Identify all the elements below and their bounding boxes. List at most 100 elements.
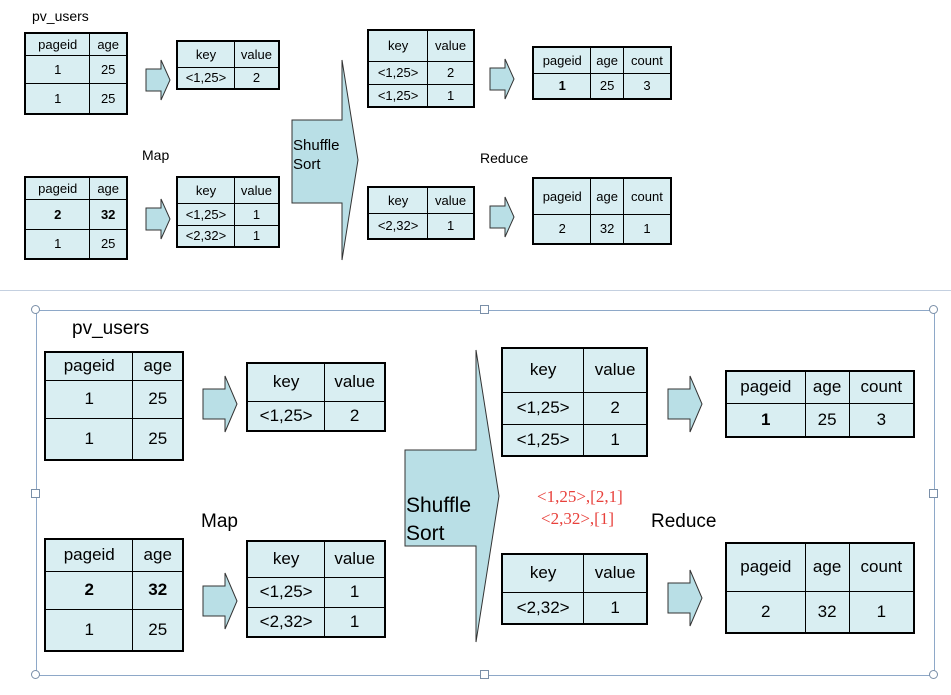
reduce-label: Reduce (480, 150, 529, 166)
header-cell: age (89, 176, 128, 200)
resize-handle[interactable] (929, 670, 938, 679)
table-cell: 1 (622, 213, 672, 245)
header-cell: age (590, 177, 624, 215)
sort-label: Sort (293, 156, 321, 173)
table-cell: 2 (24, 198, 91, 230)
table-cell: 32 (590, 213, 624, 245)
header-cell: key (246, 362, 326, 402)
map-arrow-icon (202, 572, 238, 630)
header-cell: pageid (532, 177, 592, 215)
header-cell: count (848, 370, 915, 404)
header-cell: pageid (24, 176, 91, 200)
table-cell: <2,32> (176, 224, 235, 248)
header-cell: value (233, 40, 280, 68)
table-cell: 32 (804, 590, 850, 634)
table-cell: 1 (848, 590, 915, 634)
map-arrow-icon (145, 198, 171, 240)
table-cell: 32 (132, 570, 184, 610)
table-cell: <1,25> (367, 60, 429, 85)
header-cell: value (427, 186, 475, 214)
resize-handle[interactable] (929, 489, 938, 498)
source-table-title: pv_users (72, 318, 150, 339)
header-cell: count (622, 177, 672, 215)
resize-handle[interactable] (929, 305, 938, 314)
reduce-label: Reduce (651, 511, 717, 532)
map-arrow-icon (145, 59, 171, 101)
table-cell: 25 (89, 82, 128, 115)
shuffle-label: Shuffle (293, 137, 340, 154)
table-cell: <1,25> (367, 83, 429, 108)
table-cell: 1 (324, 576, 386, 608)
map-arrow-icon (202, 375, 238, 433)
resize-handle[interactable] (31, 489, 40, 498)
table-cell: 1 (44, 417, 134, 461)
source-table-title: pv_users (32, 8, 89, 24)
header-cell: key (246, 540, 326, 578)
shuffle-sort-shape (291, 59, 359, 261)
header-cell: pageid (725, 542, 806, 592)
table-cell: <1,25> (246, 576, 326, 608)
header-cell: age (804, 370, 850, 404)
header-cell: key (176, 40, 235, 68)
resize-handle[interactable] (31, 305, 40, 314)
header-cell: value (233, 176, 280, 204)
map-label: Map (201, 511, 238, 532)
resize-handle[interactable] (31, 670, 40, 679)
table-cell: 1 (233, 224, 280, 248)
table-cell: 2 (532, 213, 592, 245)
table-cell: 25 (590, 72, 624, 100)
resize-handle[interactable] (480, 305, 489, 314)
table-cell: <2,32> (367, 212, 429, 240)
table-cell: 25 (132, 417, 184, 461)
table-cell: 1 (233, 202, 280, 226)
reduce-arrow-icon (667, 375, 703, 433)
annotation-line: <1,25>,[2,1] (537, 487, 623, 506)
table-cell: 1 (427, 83, 475, 108)
header-cell: pageid (44, 538, 134, 572)
header-cell: age (132, 351, 184, 381)
table-cell: 2 (324, 400, 386, 432)
header-cell: pageid (532, 46, 592, 74)
table-cell: 1 (24, 228, 91, 260)
annotation-line: <2,32>,[1] (541, 509, 614, 528)
table-cell: 2 (583, 391, 648, 425)
resize-handle[interactable] (480, 670, 489, 679)
header-cell: key (501, 347, 585, 393)
table-cell: 25 (89, 54, 128, 84)
header-cell: age (804, 542, 850, 592)
header-cell: key (367, 186, 429, 214)
table-cell: 25 (89, 228, 128, 260)
header-cell: age (89, 32, 128, 56)
table-cell: 1 (532, 72, 592, 100)
reduce-arrow-icon (489, 58, 515, 100)
table-cell: 1 (24, 82, 91, 115)
header-cell: value (324, 540, 386, 578)
table-cell: <2,32> (501, 591, 585, 625)
table-cell: 1 (44, 608, 134, 652)
table-cell: 32 (89, 198, 128, 230)
table-cell: <2,32> (246, 606, 326, 638)
table-cell: <1,25> (501, 391, 585, 425)
header-cell: pageid (44, 351, 134, 381)
shuffle-label: Shuffle (406, 494, 471, 517)
table-cell: 1 (583, 423, 648, 457)
table-cell: 3 (622, 72, 672, 100)
panel-divider (0, 290, 951, 291)
table-cell: 1 (24, 54, 91, 84)
table-cell: 25 (804, 402, 850, 438)
